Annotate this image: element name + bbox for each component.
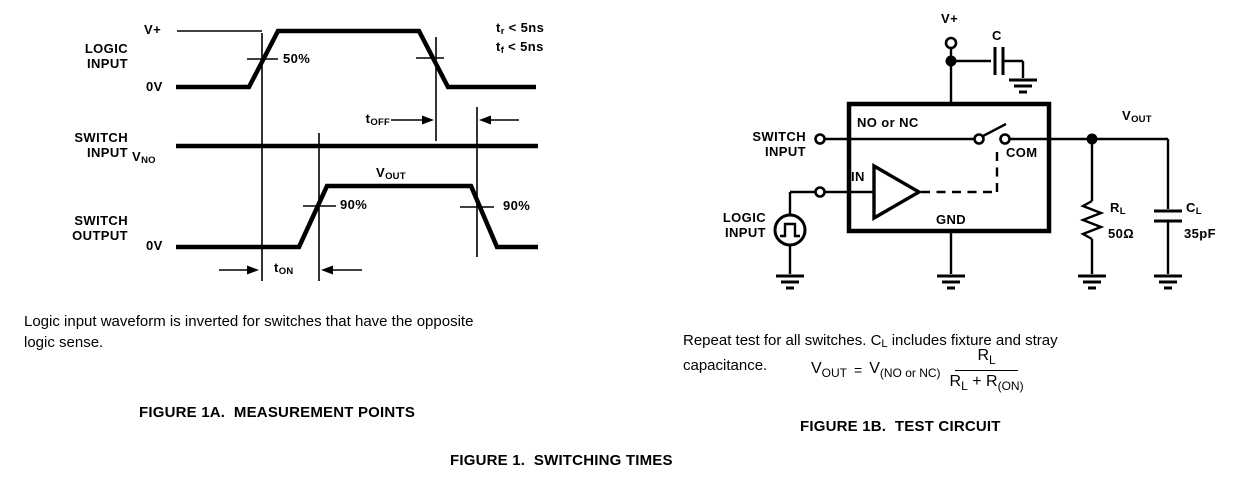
t-on-label: tON xyxy=(274,260,294,277)
ic-body xyxy=(846,101,1052,234)
v-plus-supply-wire xyxy=(944,36,991,104)
v-plus-level-label: V+ xyxy=(144,22,162,37)
logic-input-label: LOGIC INPUT xyxy=(84,41,128,71)
equation-rhs-term: V(NO or NC) xyxy=(869,360,941,381)
logic-input-waveform xyxy=(176,28,536,90)
measurement-points-waveform-diagram xyxy=(176,28,538,281)
ton-dimension-arrows xyxy=(219,265,362,275)
switch-input-wire xyxy=(814,133,975,145)
ground-symbol xyxy=(937,274,965,290)
v-out-waveform-label: VOUT xyxy=(376,165,406,182)
input-buffer xyxy=(788,163,923,221)
fig1b-caption: FIGURE 1B. TEST CIRCUIT xyxy=(800,418,1001,435)
measurement-reference-lines xyxy=(261,33,478,281)
switch-input-label: SWITCH INPUT xyxy=(74,130,128,160)
no-or-nc-pin-label: NO or NC xyxy=(857,115,919,130)
resistor-zigzag xyxy=(1079,199,1105,241)
fig1a-caption: FIGURE 1A. MEASUREMENT POINTS xyxy=(139,404,416,421)
fig1a-note: Logic input waveform is inverted for swi… xyxy=(24,313,474,351)
v-plus-terminal xyxy=(944,36,958,50)
decoupling-cap-label: C xyxy=(992,28,1002,43)
t-off-label: tOFF xyxy=(365,111,390,128)
v-no-label: VNO xyxy=(132,149,156,166)
analog-switch xyxy=(921,122,1168,194)
switch-output-label: SWITCH OUTPUT xyxy=(72,213,128,243)
logic-input-label: LOGIC INPUT xyxy=(722,210,766,240)
load-capacitor-label: CL xyxy=(1186,200,1202,217)
equals-sign: = xyxy=(854,362,863,379)
load-resistor xyxy=(1078,139,1106,290)
logic-input-terminal xyxy=(814,186,826,198)
load-resistor-label: RL xyxy=(1110,200,1126,217)
decoupling-capacitor xyxy=(993,47,1037,94)
gnd-pin xyxy=(937,231,965,290)
rise-fall-time-spec: tr < 5ns tf < 5ns xyxy=(496,20,545,56)
fig1b-note: Repeat test for all switches. CL include… xyxy=(683,332,1058,374)
switch-throw-contact xyxy=(999,133,1011,145)
switch-output-waveform xyxy=(176,183,538,250)
zero-volt-switch-label: 0V xyxy=(146,238,163,253)
zero-volt-logic-label: 0V xyxy=(146,79,163,94)
switch-lever xyxy=(982,122,1007,138)
gnd-pin-label: GND xyxy=(935,212,967,227)
toff-dimension-arrows xyxy=(391,115,519,125)
fifty-percent-label: 50% xyxy=(283,51,311,66)
ninety-percent-rise-label: 90% xyxy=(340,197,368,212)
vout-equation: VOUT = V(NO or NC) RL RL + R(ON) xyxy=(811,347,1024,393)
v-out-node-label: VOUT xyxy=(1122,108,1152,125)
load-capacitor-value: 35pF xyxy=(1184,226,1216,241)
load-resistor-value: 50Ω xyxy=(1108,226,1135,241)
pulse-glyph xyxy=(780,222,800,238)
ground-symbol xyxy=(1009,78,1037,94)
in-pin-label: IN xyxy=(851,169,865,184)
test-circuit-schematic xyxy=(773,36,1182,290)
switch-pole-contact xyxy=(973,133,985,145)
buffer-triangle xyxy=(872,163,923,221)
com-pin-label: COM xyxy=(1006,145,1038,160)
equation-lhs: VOUT xyxy=(811,360,848,381)
capacitor-plates xyxy=(1154,209,1182,223)
ground-symbol xyxy=(776,274,804,290)
ground-symbol xyxy=(1078,274,1106,290)
pulse-source xyxy=(773,213,807,290)
switch-input-label: SWITCH INPUT xyxy=(752,129,806,159)
ground-symbol xyxy=(1154,274,1182,290)
fraction-denominator: RL + R(ON) xyxy=(949,373,1024,394)
ninety-percent-fall-label: 90% xyxy=(503,198,531,213)
v-plus-supply-label: V+ xyxy=(941,11,959,26)
fraction-numerator: RL xyxy=(955,347,1018,372)
switch-control-dashed-link xyxy=(921,148,999,194)
pulse-source-circle xyxy=(773,213,807,247)
load-capacitor xyxy=(1154,139,1182,290)
switch-input-terminal xyxy=(814,133,826,145)
equation-fraction: RL RL + R(ON) xyxy=(950,347,1024,393)
figure-1-caption: FIGURE 1. SWITCHING TIMES xyxy=(450,452,673,469)
